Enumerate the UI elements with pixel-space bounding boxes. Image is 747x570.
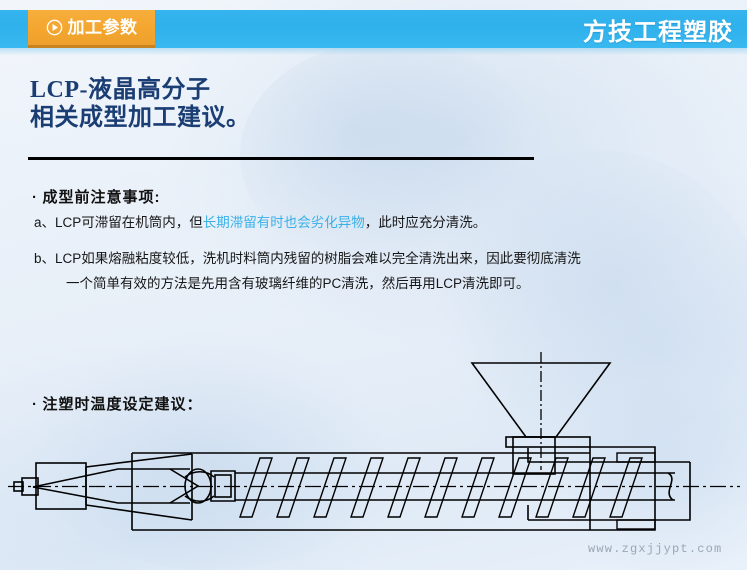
note-a-marker: a、 bbox=[34, 215, 56, 230]
feed-throat bbox=[505, 436, 591, 475]
barrel-support-block bbox=[527, 448, 691, 521]
injection-molding-machine-diagram bbox=[8, 352, 740, 531]
page-title-line-2: 相关成型加工建议。 bbox=[30, 105, 251, 131]
screw-flights bbox=[239, 457, 643, 518]
page-title-line-1: LCP-液晶高分子 bbox=[30, 77, 211, 103]
page-title: LCP-液晶高分子 相关成型加工建议。 bbox=[30, 76, 550, 132]
barrel-outer-housing bbox=[589, 446, 656, 531]
note-item-b-line-2: 一个简单有效的方法是先用含有玻璃纤维的PC清洗，然后再用LCP清洗即可。 bbox=[66, 272, 530, 296]
play-circle-icon bbox=[46, 19, 62, 36]
note-a-text-after: ，此时应充分清洗。 bbox=[364, 215, 487, 230]
title-divider-rule bbox=[28, 157, 534, 160]
note-b-marker: b、 bbox=[34, 251, 56, 266]
note-a-text-before: LCP可滞留在机筒内，但 bbox=[55, 215, 203, 230]
section-heading-text: 成型前注意事项: bbox=[42, 189, 161, 206]
section-temperature-heading: · 注塑时温度设定建议： bbox=[32, 393, 202, 414]
section-pre-molding-heading: · 成型前注意事项: bbox=[32, 186, 160, 207]
screw-shaft bbox=[235, 472, 675, 501]
tab-label: 加工参数 bbox=[67, 18, 138, 37]
note-b-line-2-text: 一个简单有效的方法是先用含有玻璃纤维的PC清洗，然后再用LCP清洗即可。 bbox=[66, 276, 530, 291]
heater-band bbox=[616, 519, 656, 530]
section-bullet: · bbox=[32, 189, 38, 206]
company-brand-name: 方技工程塑胶 bbox=[583, 18, 733, 46]
tab-processing-parameters[interactable]: 加工参数 bbox=[28, 10, 155, 48]
note-a-highlight: 长期滞留有时也会劣化异物 bbox=[202, 215, 365, 230]
note-item-a: a、LCP可滞留在机筒内，但长期滞留有时也会劣化异物，此时应充分清洗。 bbox=[34, 211, 486, 235]
screw-break-line bbox=[667, 472, 674, 501]
heater-band bbox=[616, 452, 656, 463]
nozzle-inner-cone bbox=[32, 468, 190, 504]
note-b-line-1-text: LCP如果熔融粘度较低，洗机时料筒内残留的树脂会难以完全清洗出来，因此要彻底清洗 bbox=[55, 251, 581, 266]
background-texture-blob bbox=[240, 40, 540, 270]
site-watermark: www.zgxjjypt.com bbox=[588, 542, 723, 556]
note-item-b-line-1: b、LCP如果熔融粘度较低，洗机时料筒内残留的树脂会难以完全清洗出来，因此要彻底… bbox=[34, 247, 581, 271]
header-band-shadow bbox=[0, 48, 747, 55]
section-bullet: · bbox=[32, 396, 38, 413]
section-heading-text: 注塑时温度设定建议： bbox=[42, 396, 203, 413]
barrel-body bbox=[131, 452, 590, 531]
